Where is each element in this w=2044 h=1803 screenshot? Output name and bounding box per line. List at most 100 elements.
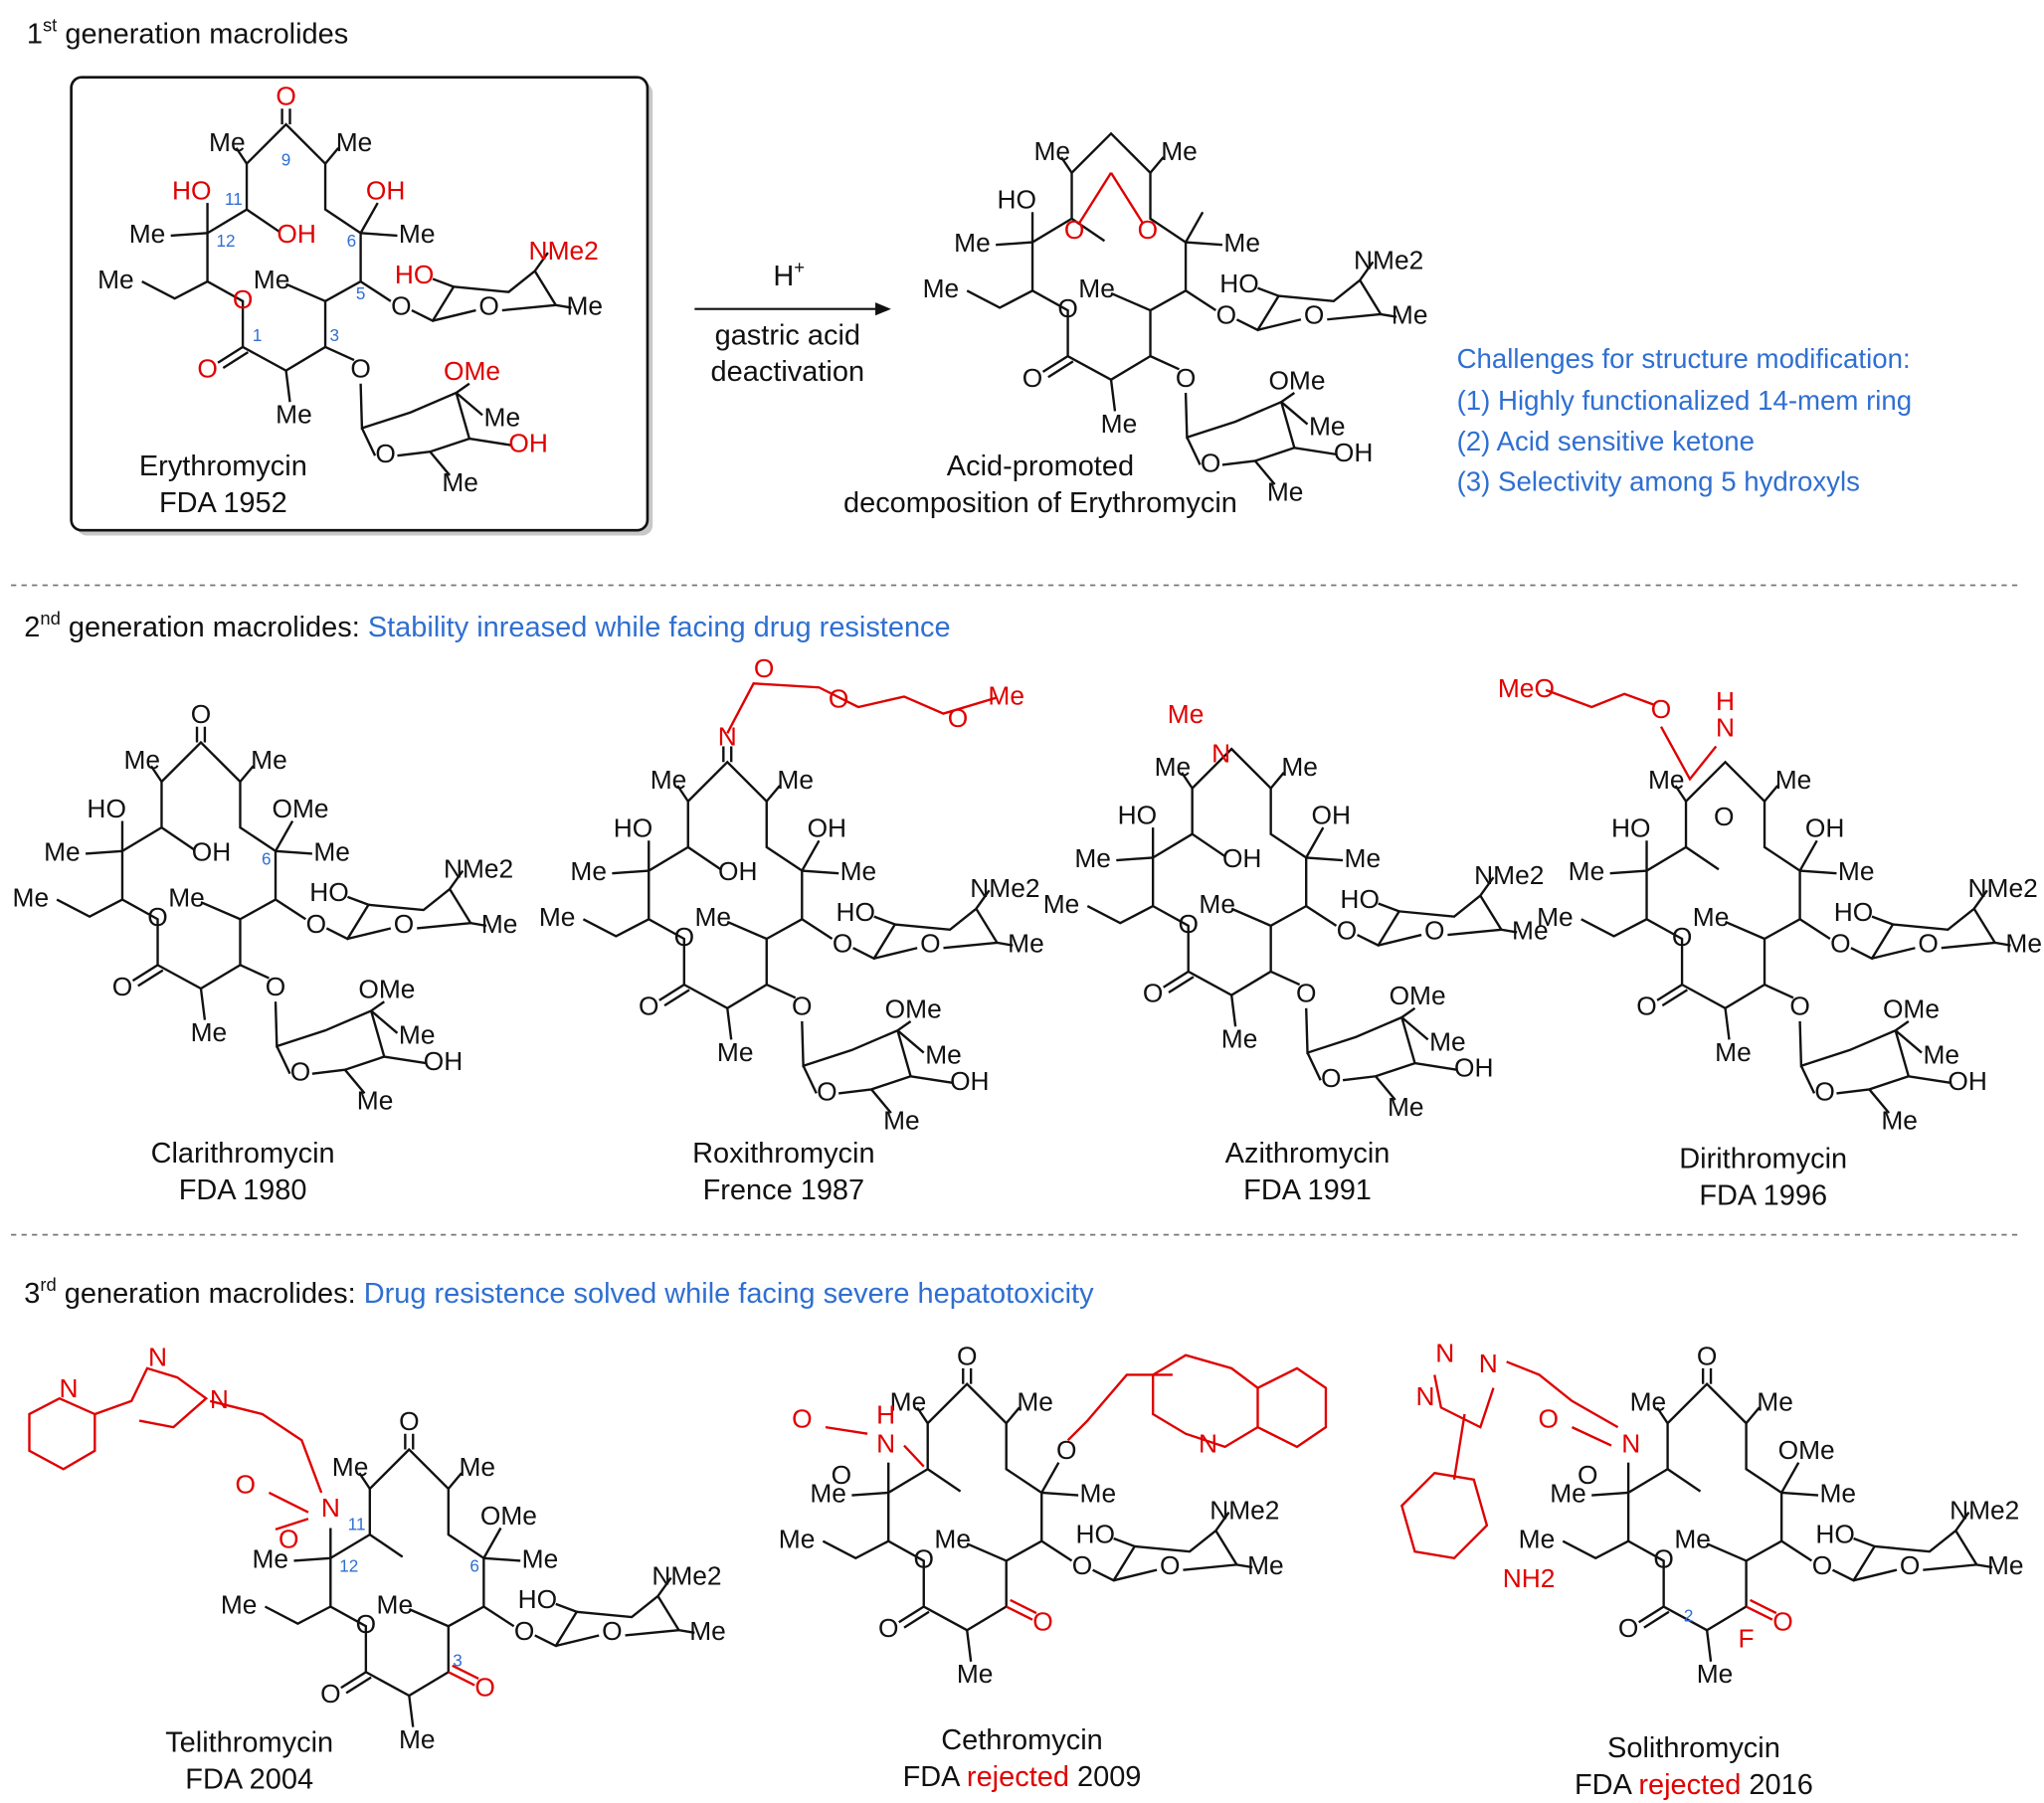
atom-label-me8: Me — [251, 745, 287, 775]
locant-n2: 2 — [1684, 1607, 1694, 1626]
atom-label-mes: Me — [2005, 929, 2042, 959]
atom-label-nme2: NMe2 — [1354, 245, 1423, 274]
locant-n6: 6 — [469, 1557, 479, 1576]
atom-label-o5: O — [1072, 1550, 1092, 1580]
atom-label-mes: Me — [1987, 1550, 2024, 1580]
atom-label-mes: Me — [481, 909, 518, 939]
atom-label-oh6: OMe — [480, 1501, 537, 1531]
atom-label-me13: Me — [923, 273, 960, 303]
atom-label-o5: O — [1337, 915, 1357, 945]
atom-label-mec: Me — [399, 1020, 436, 1050]
atom-label-me10: Me — [1630, 1386, 1667, 1416]
atom-label-me10: Me — [1648, 765, 1685, 795]
atom-label-os: O — [920, 929, 940, 959]
atom-label-os: O — [1304, 300, 1324, 330]
atom-label-me8: Me — [1017, 1386, 1053, 1416]
atom-label-me10: Me — [890, 1386, 927, 1416]
atom-label-e5: N — [1199, 1429, 1217, 1459]
atom-label-c1O: O — [197, 354, 217, 384]
locant-n3: 3 — [330, 326, 340, 345]
atom-label-s3: N — [1416, 1381, 1435, 1411]
atom-label-me12: Me — [570, 856, 607, 886]
atom-label-ringO: O — [914, 1543, 934, 1573]
atom-label-ringO: O — [1672, 922, 1692, 952]
atom-label-ringO: O — [1653, 1543, 1673, 1573]
atom-label-me13: Me — [539, 902, 576, 932]
atom-label-c1O: O — [1143, 979, 1163, 1008]
atom-label-ho11: HO — [1118, 801, 1158, 830]
cethromycin-caption: FDA rejected 2009 — [903, 1761, 1142, 1793]
atom-label-o3: O — [350, 354, 370, 384]
atom-label-me4: Me — [694, 902, 731, 932]
atom-label-s7: NH2 — [1503, 1563, 1556, 1593]
challenge-item: (3) Selectivity among 5 hydroxyls — [1457, 466, 1860, 497]
atom-label-mes: Me — [689, 1616, 726, 1646]
decomposition-product-name: Acid-promoted — [947, 451, 1134, 482]
atom-label-ohc: OH — [508, 429, 548, 458]
locant-n12: 12 — [216, 232, 235, 251]
atom-label-ho11: HO — [997, 185, 1036, 215]
atom-label-o3: O — [266, 972, 285, 1001]
erythromycin-caption: FDA 1952 — [159, 487, 287, 519]
side-chains — [28, 682, 1718, 1560]
atom-label-me4: Me — [168, 882, 205, 912]
erythromycin-box — [70, 76, 650, 532]
atom-label-mec2: Me — [442, 467, 478, 497]
atom-label-o5: O — [833, 929, 852, 959]
atom-label-oh11: OH — [1222, 843, 1262, 873]
atom-label-e3: N — [876, 1429, 895, 1459]
atom-label-d4: N — [1716, 712, 1735, 742]
condition-line-2: deactivation — [711, 356, 865, 388]
atom-label-os: O — [1900, 1550, 1920, 1580]
atom-label-x4: Me — [988, 681, 1024, 711]
atom-label-me4: Me — [1693, 902, 1730, 932]
solithromycin-name: Solithromycin — [1607, 1732, 1780, 1764]
atom-label-me8: Me — [336, 127, 373, 157]
atom-label-me13: Me — [1519, 1525, 1556, 1554]
atom-label-me6: Me — [399, 219, 436, 249]
atom-label-nme2: NMe2 — [1209, 1496, 1279, 1526]
atom-label-ringO: O — [147, 902, 167, 932]
atom-label-ringO: O — [674, 922, 694, 952]
atom-label-me6: Me — [1080, 1479, 1117, 1509]
atom-label-me8: Me — [1161, 136, 1198, 166]
atom-label-me13: Me — [97, 265, 134, 294]
atom-label-nme2: NMe2 — [444, 854, 513, 884]
atom-label-me13: Me — [13, 882, 50, 912]
atom-label-me4: Me — [1199, 889, 1235, 919]
roxithromycin-caption: Frence 1987 — [703, 1174, 865, 1206]
atom-label-hos: HO — [1340, 884, 1379, 914]
locant-n5: 5 — [356, 284, 366, 303]
atom-label-e2: H — [876, 1400, 895, 1430]
atom-label-oh6: OH — [1805, 813, 1844, 843]
atom-label-ome: OMe — [1883, 993, 1940, 1023]
atom-label-t3: N — [210, 1384, 229, 1414]
atom-label-hos: HO — [309, 877, 349, 907]
condition-line-1: gastric acid — [715, 319, 860, 351]
challenge-item: (2) Acid sensitive ketone — [1457, 426, 1755, 456]
atom-label-mec2: Me — [883, 1105, 920, 1135]
atom-label-ketN: N — [718, 722, 737, 752]
atom-label-ho11: HO — [172, 175, 211, 205]
atom-label-me10: Me — [1155, 752, 1192, 782]
atom-label-ohc: OH — [1334, 438, 1374, 467]
atom-label-me4: Me — [934, 1525, 971, 1554]
locant-n1: 1 — [253, 326, 263, 345]
atom-label-me2: Me — [399, 1724, 436, 1754]
atom-label-ohc: OH — [950, 1066, 989, 1096]
atom-label-mes: Me — [1008, 929, 1044, 959]
atom-label-oh11: OH — [718, 856, 758, 886]
atom-label-me13: Me — [1043, 889, 1080, 919]
atom-label-os: O — [1918, 929, 1938, 959]
atom-label-oh6: OMe — [1778, 1435, 1835, 1465]
atom-label-me10: Me — [209, 127, 246, 157]
section-2-heading: 2nd generation macrolides: Stability inr… — [24, 608, 950, 643]
atom-label-o5: O — [1812, 1550, 1832, 1580]
